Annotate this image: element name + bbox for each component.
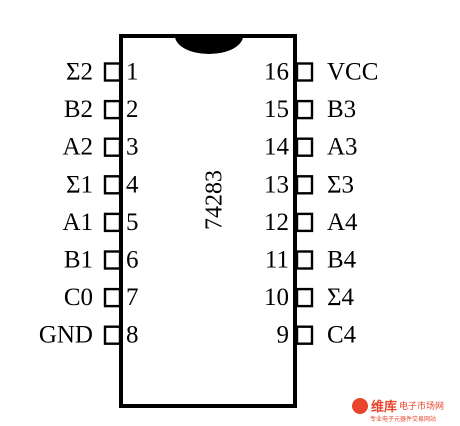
pin-3-number: 3 xyxy=(126,134,139,161)
pin-12-label: A4 xyxy=(327,209,358,236)
pin-16-number: 16 xyxy=(264,59,289,86)
part-number: 74283 xyxy=(202,170,228,230)
pin-13-number: 13 xyxy=(264,171,289,198)
pin-7-label: C0 xyxy=(64,284,93,311)
pin-9-number: 9 xyxy=(277,322,290,349)
pin-5-number: 5 xyxy=(126,209,139,236)
pin-3: A2 3 xyxy=(62,134,138,161)
orientation-notch xyxy=(175,36,243,54)
watermark-logo-icon xyxy=(352,398,368,414)
pin-16: 16 VCC xyxy=(264,59,378,86)
pin-7-box xyxy=(103,287,122,308)
watermark: 维库 电子市场网 专业电子元器件交易网站 xyxy=(352,398,444,423)
pin-2: B2 2 xyxy=(64,96,139,123)
pin-2-box xyxy=(103,99,122,120)
pin-8-number: 8 xyxy=(126,322,139,349)
pin-11-label: B4 xyxy=(327,247,357,274)
pin-5-box xyxy=(103,212,122,233)
chip-body xyxy=(119,34,297,408)
pin-14-label: A3 xyxy=(327,134,358,161)
pin-8: GND 8 xyxy=(39,322,139,349)
pin-5: A1 5 xyxy=(62,209,138,236)
right-pin-column: 16 VCC 15 B3 14 A3 13 Σ3 12 A4 11 B4 10 Σ4 9 C4 xyxy=(264,59,378,349)
pin-8-box xyxy=(103,325,122,345)
pin-9-label: C4 xyxy=(327,322,357,349)
pin-1: Σ2 1 xyxy=(66,59,139,86)
pin-10-label: Σ4 xyxy=(327,284,355,311)
pin-5-label: A1 xyxy=(62,209,93,236)
pin-8-label: GND xyxy=(39,322,93,349)
pin-9: 9 C4 xyxy=(277,322,357,349)
pin-11-box xyxy=(295,250,314,270)
pin-6: B1 6 xyxy=(64,247,139,274)
pin-13: 13 Σ3 xyxy=(264,171,354,198)
pin-1-box xyxy=(103,62,122,82)
pin-13-label: Σ3 xyxy=(327,171,354,198)
pin-4-label: Σ1 xyxy=(66,171,93,198)
pin-3-box xyxy=(103,137,122,157)
pin-16-box xyxy=(295,62,314,82)
watermark-sub-text: 电子市场网 xyxy=(399,400,444,412)
pin-15-box xyxy=(295,99,314,120)
watermark-tagline: 专业电子元器件交易网站 xyxy=(370,415,436,423)
pin-14: 14 A3 xyxy=(264,134,358,161)
pin-3-label: A2 xyxy=(62,134,93,161)
pin-16-label: VCC xyxy=(327,59,378,86)
pin-12: 12 A4 xyxy=(264,209,358,236)
pin-11-number: 11 xyxy=(265,247,289,274)
pin-11: 11 B4 xyxy=(265,247,357,274)
watermark-logo-text: 维库 xyxy=(371,399,397,415)
pin-1-number: 1 xyxy=(126,59,139,86)
pin-15-number: 15 xyxy=(264,96,289,123)
pin-6-box xyxy=(103,250,122,270)
pin-4-number: 4 xyxy=(126,171,139,198)
pin-15: 15 B3 xyxy=(264,96,356,123)
pin-12-number: 12 xyxy=(264,209,289,236)
pin-10-box xyxy=(295,287,314,308)
pin-9-box xyxy=(295,325,314,345)
pin-15-label: B3 xyxy=(327,96,356,123)
pin-14-number: 14 xyxy=(264,134,290,161)
pin-13-box xyxy=(295,175,314,195)
pin-6-number: 6 xyxy=(126,247,139,274)
pin-2-label: B2 xyxy=(64,96,93,123)
pin-12-box xyxy=(295,212,314,233)
pin-4-box xyxy=(103,175,122,195)
pin-10: 10 Σ4 xyxy=(264,284,355,311)
pin-2-number: 2 xyxy=(126,96,139,123)
pin-6-label: B1 xyxy=(64,247,93,274)
pin-7-number: 7 xyxy=(126,284,139,311)
pin-1-label: Σ2 xyxy=(66,59,93,86)
pin-14-box xyxy=(295,137,314,157)
pin-10-number: 10 xyxy=(264,284,289,311)
pin-7: C0 7 xyxy=(64,284,139,311)
pin-4: Σ1 4 xyxy=(66,171,139,198)
